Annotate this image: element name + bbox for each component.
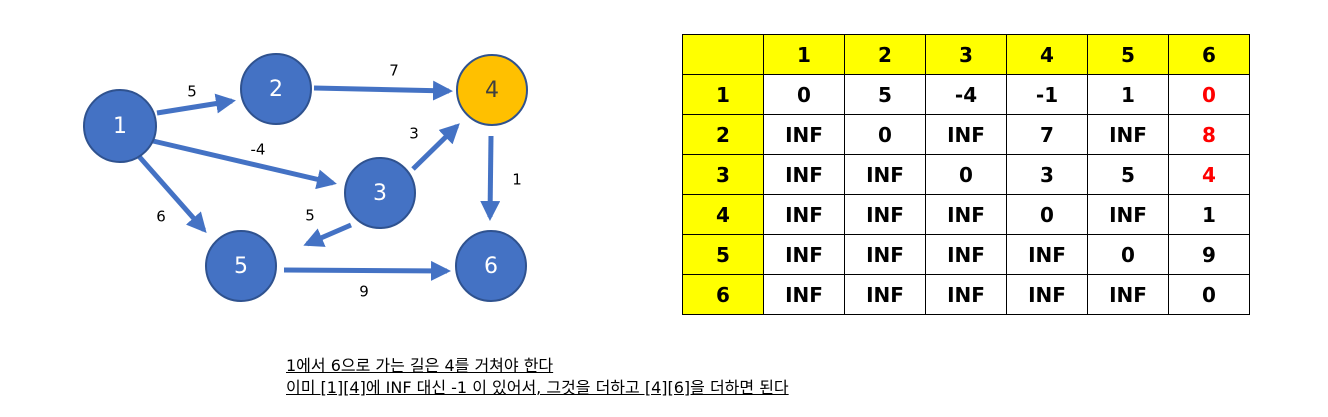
matrix-cell: INF xyxy=(763,274,845,315)
matrix-cell: 0 xyxy=(1087,234,1169,275)
matrix-cell: INF xyxy=(844,234,926,275)
matrix-cell: 1 xyxy=(1168,194,1250,235)
matrix-cell: 0 xyxy=(1168,274,1250,315)
matrix-cell: INF xyxy=(1087,194,1169,235)
matrix-cell: 7 xyxy=(1006,114,1088,155)
edge-3-4 xyxy=(411,123,460,171)
col-header: 5 xyxy=(1087,34,1169,75)
matrix-cell: INF xyxy=(844,274,926,315)
node-2 xyxy=(240,53,312,125)
edge-1-5 xyxy=(134,151,207,233)
col-header: 1 xyxy=(763,34,845,75)
matrix-cell: 9 xyxy=(1168,234,1250,275)
col-header: 2 xyxy=(844,34,926,75)
matrix-cell: 0 xyxy=(925,154,1007,195)
matrix-cell: 0 xyxy=(1168,74,1250,115)
edge-1-3 xyxy=(152,138,337,190)
node-6 xyxy=(455,230,527,302)
node-label-5: 5 xyxy=(234,254,248,279)
node-label-2: 2 xyxy=(269,77,283,102)
matrix-cell: INF xyxy=(763,234,845,275)
matrix-cell: INF xyxy=(1087,274,1169,315)
matrix-cell: 0 xyxy=(1006,194,1088,235)
matrix-cell: 1 xyxy=(1087,74,1169,115)
row-header: 3 xyxy=(682,154,764,195)
explanation-notes: 1에서 6으로 가는 길은 4를 거쳐야 한다 이미 [1][4]에 INF 대… xyxy=(286,355,789,399)
edge-weight-3-4: 3 xyxy=(409,125,419,143)
node-label-6: 6 xyxy=(484,254,498,279)
node-1 xyxy=(83,89,157,163)
matrix-cell: INF xyxy=(844,154,926,195)
matrix-cell: INF xyxy=(1006,234,1088,275)
node-4 xyxy=(456,54,528,126)
edges-layer xyxy=(134,80,501,281)
nodes-layer: 1 2 3 4 5 6 xyxy=(83,53,528,302)
node-label-1: 1 xyxy=(113,114,127,139)
row-header: 4 xyxy=(682,194,764,235)
row-header: 2 xyxy=(682,114,764,155)
matrix-cell: INF xyxy=(763,154,845,195)
edge-4-6 xyxy=(480,135,501,221)
matrix-cell: INF xyxy=(1006,274,1088,315)
matrix-cell: INF xyxy=(1087,114,1169,155)
node-3 xyxy=(344,157,416,229)
graph-diagram: 5 7 -4 3 1 6 5 9 1 2 3 4 5 6 xyxy=(83,53,528,302)
matrix-cell: 8 xyxy=(1168,114,1250,155)
matrix-cell: INF xyxy=(925,234,1007,275)
matrix-cell: 0 xyxy=(844,114,926,155)
note-line-2: 이미 [1][4]에 INF 대신 -1 이 있어서, 그것을 더하고 [4][… xyxy=(286,378,789,397)
col-header: 4 xyxy=(1006,34,1088,75)
edge-1-2 xyxy=(156,93,236,116)
matrix-cell: INF xyxy=(763,194,845,235)
edge-weight-4-6: 1 xyxy=(512,171,522,189)
node-label-4: 4 xyxy=(485,78,499,103)
matrix-cell: 5 xyxy=(844,74,926,115)
edge-weight-2-4: 7 xyxy=(389,62,399,80)
col-header: 6 xyxy=(1168,34,1250,75)
edge-5-6 xyxy=(283,260,451,281)
node-label-3: 3 xyxy=(373,181,387,206)
matrix-cell: -4 xyxy=(925,74,1007,115)
matrix-cell: INF xyxy=(925,274,1007,315)
edge-weight-5-6: 9 xyxy=(359,283,369,301)
row-header: 6 xyxy=(682,274,764,315)
matrix-header-row: 1 2 3 4 5 6 xyxy=(682,34,1250,75)
matrix-cell: INF xyxy=(844,194,926,235)
edge-3-5 xyxy=(303,222,352,247)
edge-2-4 xyxy=(313,80,453,101)
node-5 xyxy=(205,230,277,302)
matrix-cell: 3 xyxy=(1006,154,1088,195)
matrix-cell: 4 xyxy=(1168,154,1250,195)
matrix-cell: 0 xyxy=(763,74,845,115)
note-line-1: 1에서 6으로 가는 길은 4를 거쳐야 한다 xyxy=(286,356,554,375)
edge-weight-1-3: -4 xyxy=(251,141,266,159)
matrix-cell: INF xyxy=(925,114,1007,155)
matrix-cell: -1 xyxy=(1006,74,1088,115)
matrix-corner-cell xyxy=(682,34,764,75)
matrix-cell: 5 xyxy=(1087,154,1169,195)
row-header: 5 xyxy=(682,234,764,275)
matrix-cell: INF xyxy=(763,114,845,155)
edge-weight-1-2: 5 xyxy=(187,83,197,101)
col-header: 3 xyxy=(925,34,1007,75)
edge-weight-1-5: 6 xyxy=(156,208,166,226)
row-header: 1 xyxy=(682,74,764,115)
edge-weight-3-5: 5 xyxy=(305,207,315,225)
edge-weights-layer: 5 7 -4 3 1 6 5 9 xyxy=(156,62,522,301)
matrix-cell: INF xyxy=(925,194,1007,235)
